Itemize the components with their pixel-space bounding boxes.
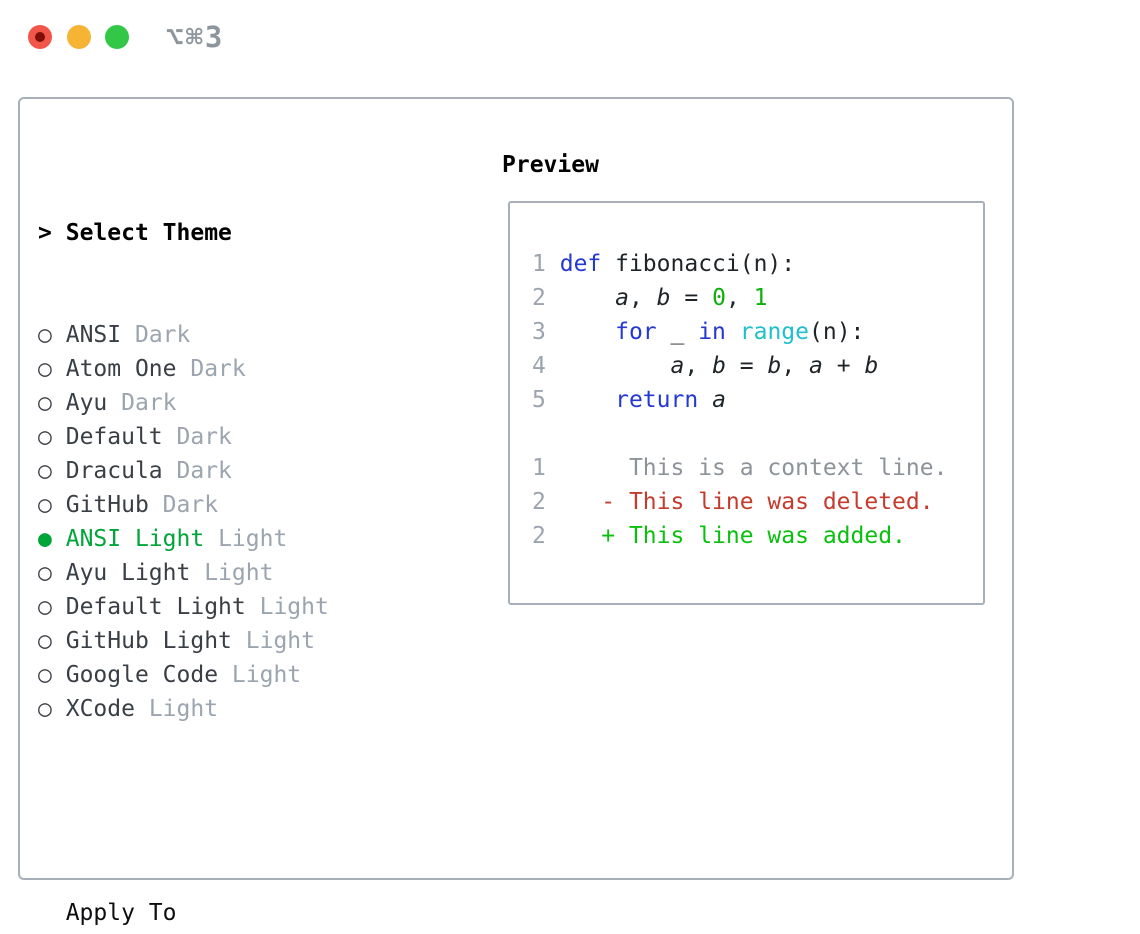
theme-item-default-light[interactable]: ○ Default Light Light <box>38 594 329 620</box>
apply-to-title: Apply To <box>65 900 177 926</box>
blank-line <box>532 417 947 451</box>
code-line-3: 3 for _ in range(n): <box>532 319 865 345</box>
theme-item-google-code[interactable]: ○ Google Code Light <box>38 662 302 688</box>
theme-item-github-light[interactable]: ○ GitHub Light Light <box>38 628 315 654</box>
code-line-2: 2 a, b = 0, 1 <box>532 285 768 311</box>
prompt-caret: > <box>38 220 52 246</box>
theme-item-dracula[interactable]: ○ Dracula Dark <box>38 458 232 484</box>
traffic-light-zoom-button[interactable] <box>105 25 129 49</box>
traffic-light-close-button[interactable] <box>28 25 52 49</box>
theme-item-atom-one[interactable]: ○ Atom One Dark <box>38 356 246 382</box>
traffic-light-minimize-button[interactable] <box>67 25 91 49</box>
window-shortcut-label: ⌥⌘3 <box>166 20 225 54</box>
diff-line-del: 2 - This line was deleted. <box>532 489 934 515</box>
theme-item-default[interactable]: ○ Default Dark <box>38 424 232 450</box>
code-line-4: 4 a, b = b, a + b <box>532 353 879 379</box>
settings-panel: > Select Theme ○ ANSI Dark ○ Atom One Dar… <box>18 97 1014 926</box>
theme-item-ansi[interactable]: ○ ANSI Dark <box>38 322 191 348</box>
theme-item-ansi-light[interactable]: ● ANSI Light Light <box>38 526 288 552</box>
code-preview: 1 def fibonacci(n): 2 a, b = 0, 1 3 for _ … <box>532 247 947 553</box>
theme-picker-section: > Select Theme ○ ANSI Dark ○ Atom One Dar… <box>38 148 488 934</box>
diff-line-ctx: 1 This is a context line. <box>532 455 948 481</box>
theme-item-ayu[interactable]: ○ Ayu Dark <box>38 390 177 416</box>
theme-item-ayu-light[interactable]: ○ Ayu Light Light <box>38 560 274 586</box>
theme-item-github[interactable]: ○ GitHub Dark <box>38 492 219 518</box>
theme-item-xcode[interactable]: ○ XCode Light <box>38 696 219 722</box>
theme-list: ○ ANSI Dark ○ Atom One Dark ○ Ayu Dark ○ De… <box>38 318 488 726</box>
preview-box: 1 def fibonacci(n): 2 a, b = 0, 1 3 for _ … <box>508 201 985 605</box>
code-line-5: 5 return a <box>532 387 726 413</box>
spacer <box>38 794 488 828</box>
apply-to-header: Apply To <box>38 896 488 930</box>
theme-picker-header: > Select Theme <box>38 216 488 250</box>
theme-picker-title: Select Theme <box>65 220 232 246</box>
preview-title: Preview <box>502 152 599 178</box>
diff-line-add: 2 + This line was added. <box>532 523 906 549</box>
code-line-1: 1 def fibonacci(n): <box>532 251 796 277</box>
